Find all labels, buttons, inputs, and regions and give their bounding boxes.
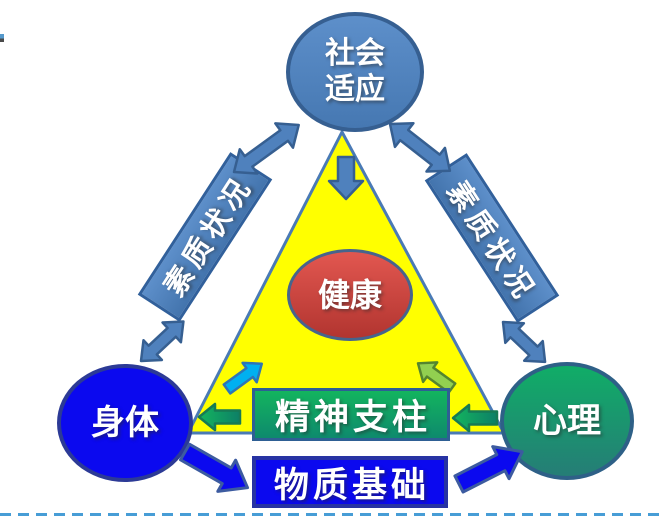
arrow-material-to-mind (453, 445, 524, 494)
social-label-line1: 社会 (325, 36, 385, 71)
node-body: 身体 (57, 364, 193, 482)
mind-label: 心理 (533, 400, 601, 441)
double-arrow-social-quality-right (388, 122, 452, 173)
node-spiritual-pillar: 精神支柱 (252, 388, 450, 441)
double-arrow-social-quality-left (232, 122, 300, 175)
arrow-up-right-cyan (222, 361, 264, 395)
arrow-body-to-material (179, 442, 250, 493)
social-label-line2: 适应 (325, 72, 385, 107)
node-material-basis: 物质基础 (252, 456, 448, 508)
node-health: 健康 (287, 249, 413, 341)
bottom-dashed-divider (0, 513, 664, 516)
spirit-label: 精神支柱 (274, 397, 431, 438)
arrow-mind-to-spirit (451, 403, 499, 433)
health-label: 健康 (317, 275, 382, 314)
arrow-spirit-to-body (197, 402, 242, 432)
body-label: 身体 (91, 402, 159, 443)
node-social-adaptation: 社会 适应 (286, 12, 424, 132)
arrow-social-down (327, 155, 365, 201)
arrow-up-left-green (416, 361, 457, 394)
node-mind: 心理 (500, 362, 634, 480)
double-arrow-mind-quality-right (501, 320, 547, 364)
double-arrow-body-quality-left (139, 320, 185, 363)
material-label: 物质基础 (273, 464, 430, 506)
edge-artifact (0, 34, 4, 42)
